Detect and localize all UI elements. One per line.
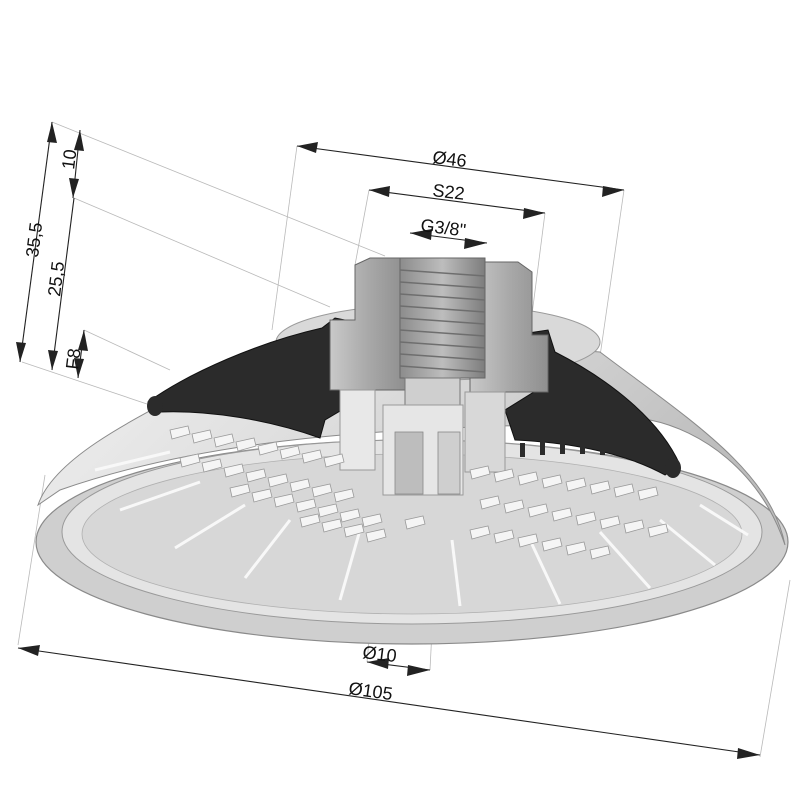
support-stud: [613, 483, 635, 498]
support-stud: [493, 529, 515, 544]
support-stud: [245, 468, 267, 483]
label-f8: F8: [62, 347, 84, 370]
support-stud: [223, 463, 245, 478]
support-stud: [323, 453, 345, 468]
support-stud: [299, 513, 321, 528]
dimension-lines: [16, 121, 761, 759]
support-stud: [235, 437, 257, 452]
support-studs: [169, 425, 669, 560]
support-stud: [169, 425, 191, 440]
support-stud: [279, 445, 301, 460]
label-d105: Ø105: [347, 678, 393, 704]
support-stud: [251, 488, 273, 503]
label-h25-5: 25,5: [44, 260, 68, 297]
support-stud: [527, 503, 549, 518]
support-stud: [311, 483, 333, 498]
support-stud: [343, 523, 365, 538]
support-stud: [503, 499, 525, 514]
support-stud: [321, 518, 343, 533]
support-stud: [289, 478, 311, 493]
support-stud: [637, 486, 659, 501]
support-stud: [517, 471, 539, 486]
support-stud: [517, 533, 539, 548]
support-stud: [469, 525, 491, 540]
support-stud: [565, 477, 587, 492]
support-stud: [551, 507, 573, 522]
radial-ribs: [94, 450, 749, 607]
support-stud: [541, 537, 563, 552]
support-stud: [191, 429, 213, 444]
support-stud: [267, 473, 289, 488]
support-stud: [361, 513, 383, 528]
support-stud: [229, 483, 251, 498]
support-stud: [301, 449, 323, 464]
support-stud: [201, 458, 223, 473]
label-d10: Ø10: [362, 642, 398, 666]
support-stud: [623, 519, 645, 534]
support-stud: [257, 441, 279, 456]
support-stud: [493, 468, 515, 483]
rubber-section: [147, 317, 681, 478]
support-stud: [404, 515, 426, 530]
label-h10: 10: [58, 148, 80, 170]
support-stud: [589, 545, 611, 560]
support-stud: [273, 493, 295, 508]
support-stud: [333, 488, 355, 503]
support-stud: [647, 523, 669, 538]
label-d46: Ø46: [432, 147, 468, 171]
label-h35-5: 35,5: [22, 221, 46, 258]
support-stud: [317, 503, 339, 518]
support-stud: [469, 465, 491, 480]
support-stud: [541, 474, 563, 489]
rubber-teeth: [240, 395, 605, 457]
support-stud: [599, 515, 621, 530]
support-stud: [589, 480, 611, 495]
support-stud: [479, 495, 501, 510]
support-stud: [365, 528, 387, 543]
support-stud: [339, 508, 361, 523]
support-stud: [213, 433, 235, 448]
label-s22: S22: [432, 180, 466, 204]
support-stud: [179, 453, 201, 468]
support-stud: [575, 511, 597, 526]
support-stud: [295, 498, 317, 513]
support-stud: [565, 541, 587, 556]
threaded-fitting: [329, 257, 549, 496]
